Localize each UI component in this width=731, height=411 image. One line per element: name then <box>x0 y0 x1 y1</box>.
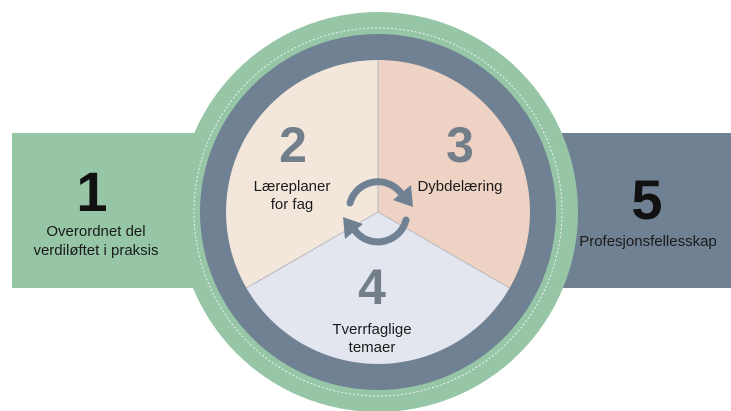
panel-5-label: Profesjonsfellesskap <box>579 233 717 250</box>
segment-2-label-line2: for fag <box>270 196 314 213</box>
segment-2-number: 2 <box>279 117 307 173</box>
cycle-arrows-icon <box>343 178 413 246</box>
segment-2-area <box>226 60 378 288</box>
dotted-ring-line <box>193 27 563 397</box>
segment-3-area <box>378 60 530 288</box>
segment-4-label-line1: Tverrfaglige <box>332 321 412 338</box>
divider-right <box>377 211 510 289</box>
segment-4-area <box>246 212 510 364</box>
panel-1-label-line1: Overordnet del <box>46 223 146 240</box>
segment-2-label-line1: Læreplaner <box>253 178 331 195</box>
segment-4-label-line2: temaer <box>348 339 396 356</box>
segment-3-number: 3 <box>446 117 474 173</box>
panel-1-label-line2: verdiløftet i praksis <box>33 242 159 259</box>
segment-3-label-line1: Dybdelæring <box>417 178 503 195</box>
segment-4-number: 4 <box>358 259 386 315</box>
panel-5-number: 5 <box>631 168 663 231</box>
panel-1-number: 1 <box>76 160 108 223</box>
